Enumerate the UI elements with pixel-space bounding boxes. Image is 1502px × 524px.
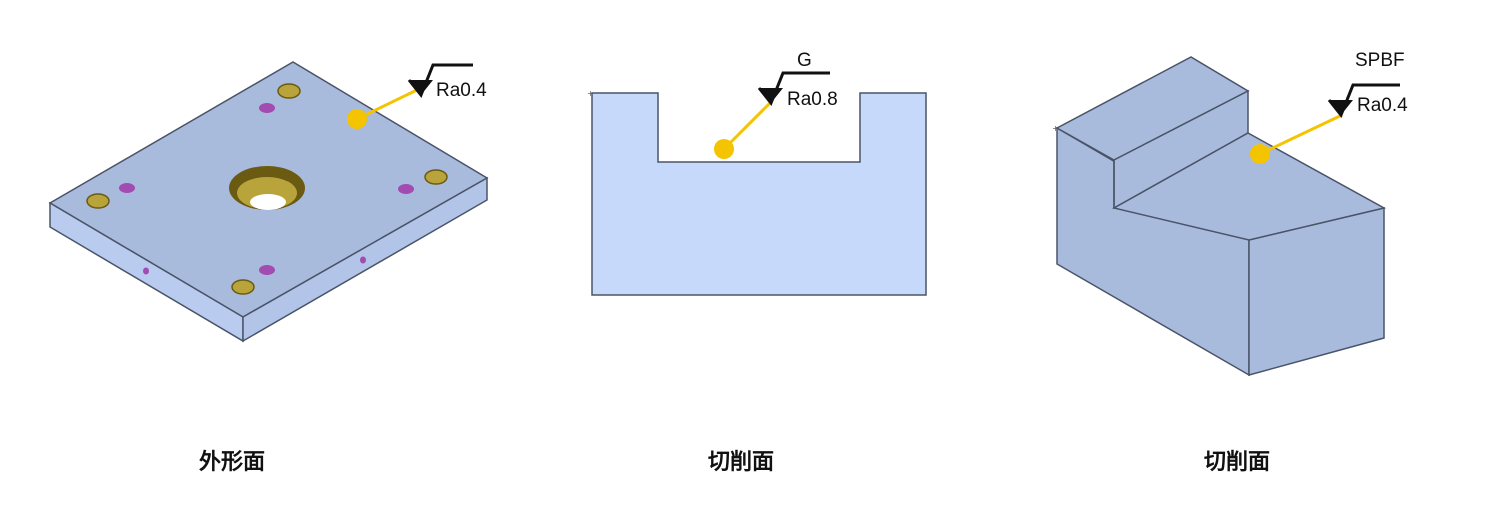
plate-part [48, 61, 489, 343]
roughness-value: Ra0.4 [436, 80, 487, 101]
corner-mark: + [1052, 124, 1059, 133]
channel-section-face [591, 92, 927, 296]
panel-label-channel: 切削面 [707, 450, 774, 475]
gold-hole [231, 279, 255, 295]
panel-label-step: 切削面 [1203, 450, 1270, 475]
corner-mark: + [587, 89, 594, 98]
roughness-triangle [409, 80, 433, 95]
surface-symbol-channel: Ra0.8 G [714, 50, 838, 159]
side-hole [143, 267, 149, 275]
process-code: G [797, 50, 812, 71]
roughness-triangle [759, 88, 783, 103]
surface-symbol-plate: Ra0.4 [347, 63, 487, 129]
roughness-triangle [1329, 100, 1353, 115]
roughness-value: Ra0.4 [1357, 95, 1408, 116]
leader-dot [347, 109, 367, 129]
leader-line [722, 99, 774, 151]
leader-dot [1250, 144, 1270, 164]
step-lower-top [1111, 132, 1387, 241]
gold-hole [86, 193, 110, 209]
purple-hole [259, 103, 275, 113]
leader-dot [714, 139, 734, 159]
step-part: + [1052, 56, 1387, 377]
gold-hole [277, 83, 301, 99]
surface-symbol-step: Ra0.4 SPBF [1250, 50, 1408, 164]
purple-hole [398, 184, 414, 194]
side-hole [360, 256, 366, 264]
leader-line [1259, 113, 1343, 156]
center-bore-through [250, 194, 286, 210]
panel-label-plate: 外形面 [198, 450, 265, 475]
purple-hole [119, 183, 135, 193]
leader-line [356, 86, 422, 121]
channel-part: + [587, 89, 927, 296]
purple-hole [259, 265, 275, 275]
gold-hole [424, 169, 448, 185]
roughness-value: Ra0.8 [787, 89, 838, 110]
process-code: SPBF [1355, 50, 1405, 71]
